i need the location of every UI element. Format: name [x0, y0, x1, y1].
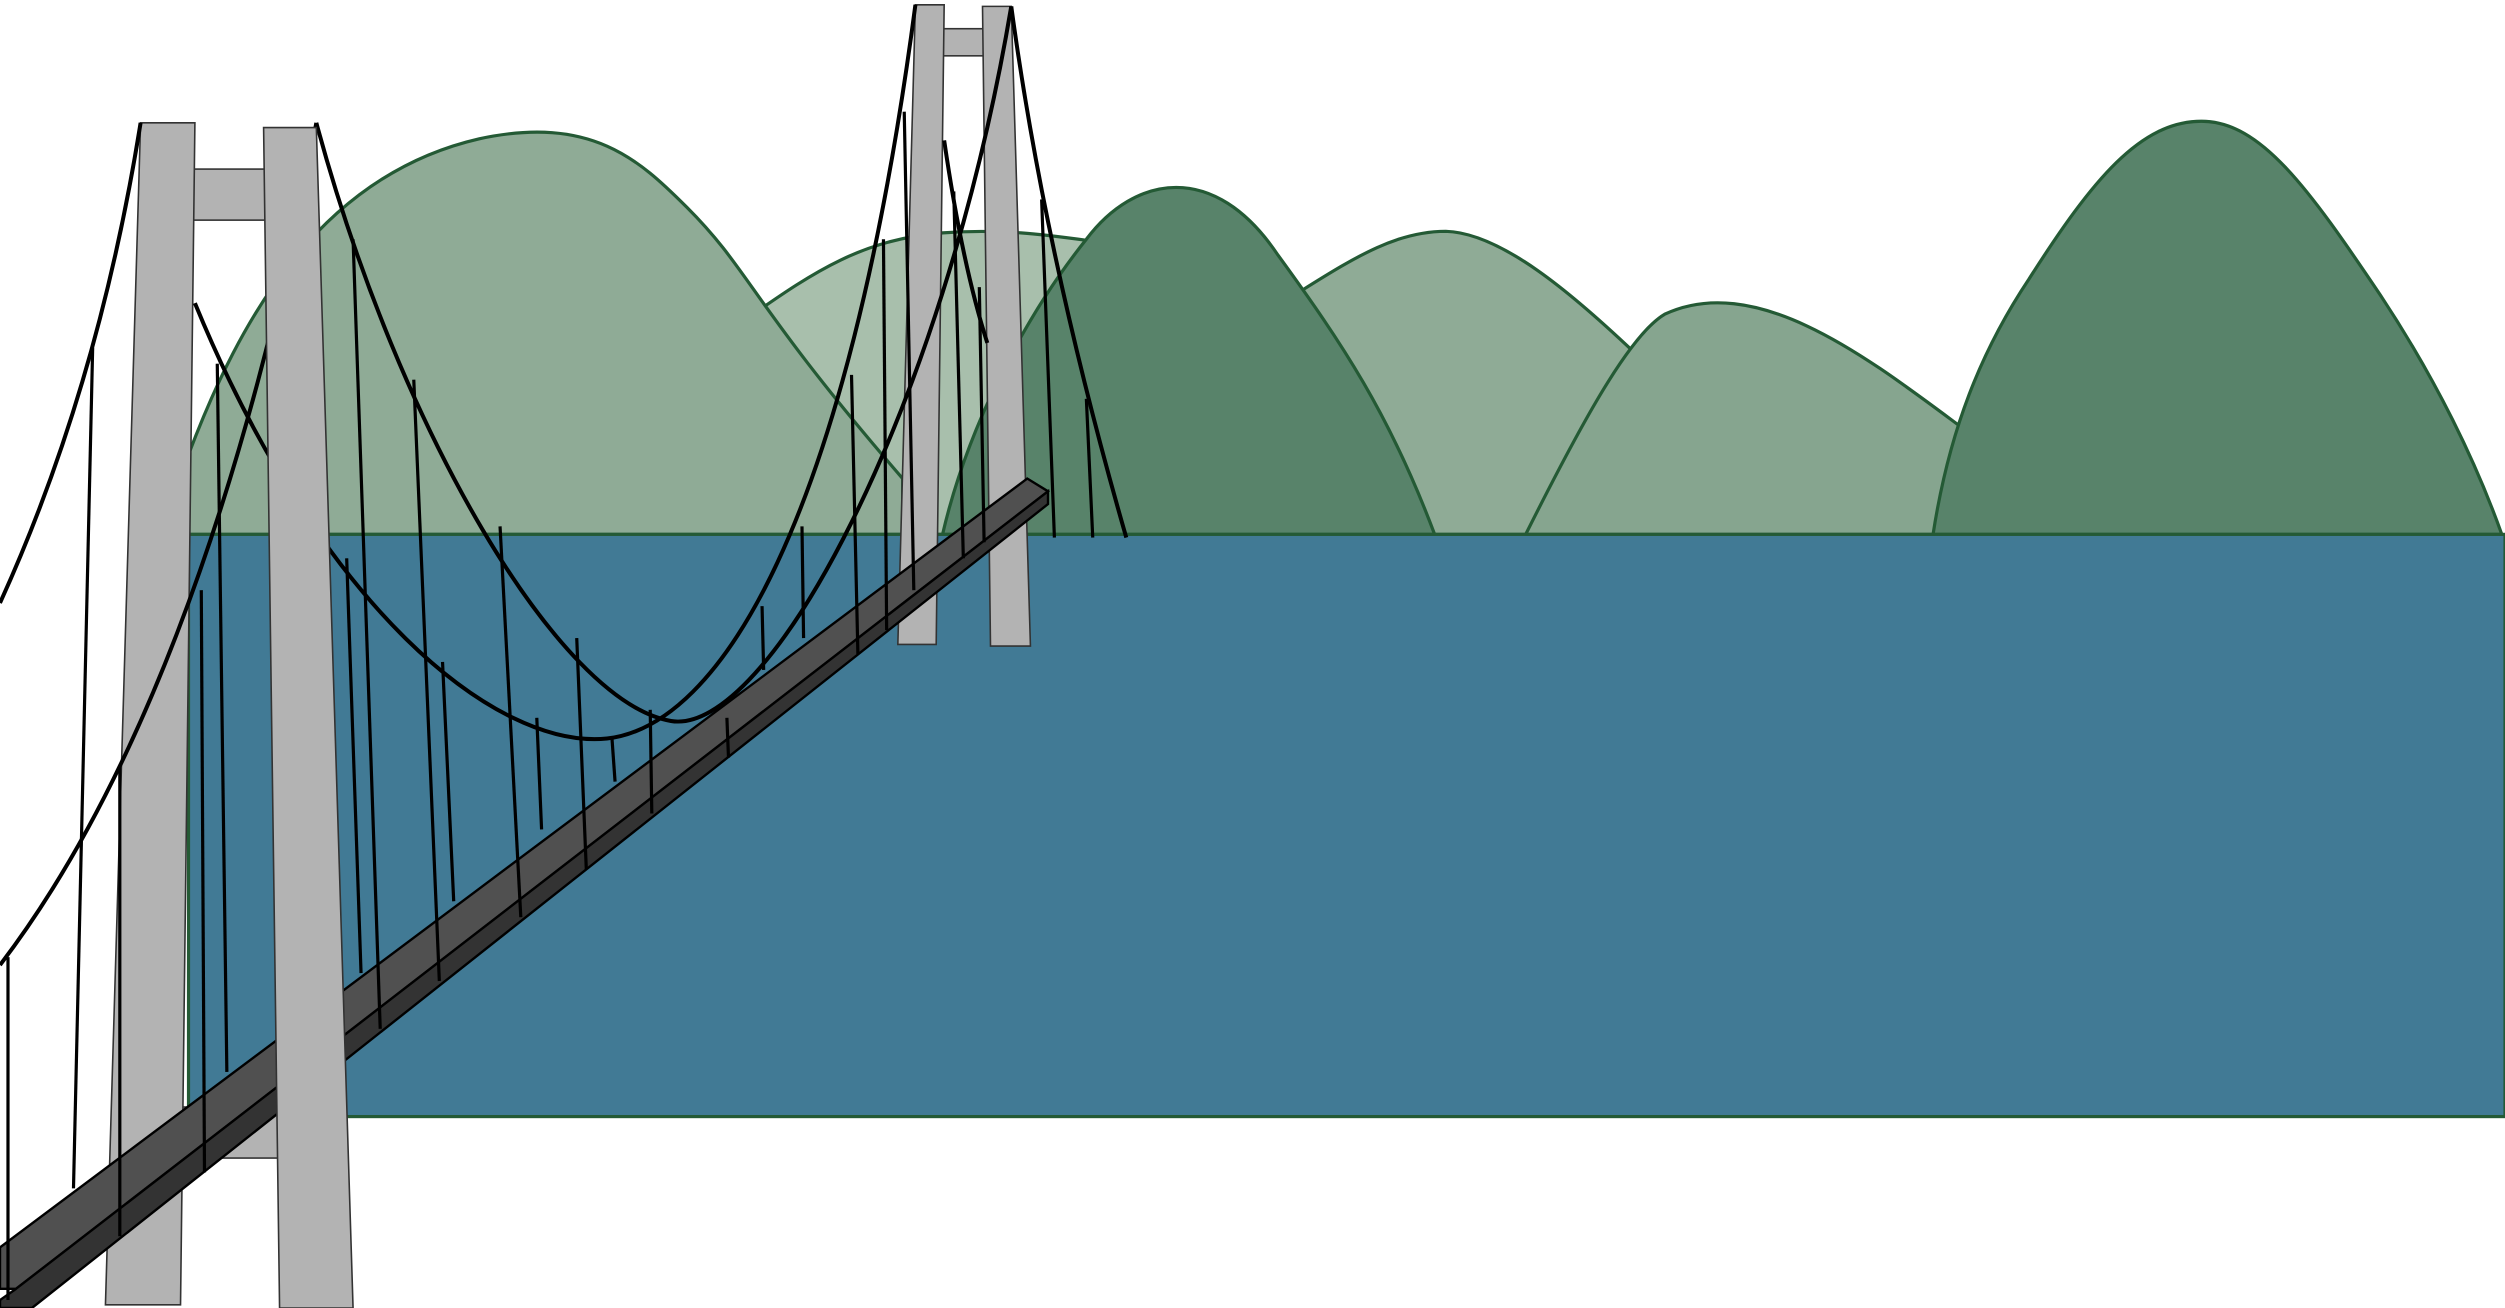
deck-side [0, 488, 1050, 1308]
water [186, 532, 2505, 1119]
main-cable-left-outer [0, 122, 143, 604]
near-tower-left [104, 122, 196, 1306]
hill-mid-right [1523, 301, 1964, 536]
hills [186, 119, 2505, 536]
main-cable-far-2 [942, 140, 990, 344]
cables [0, 4, 1129, 1301]
main-cable-far [1009, 6, 1129, 539]
far-tower-crossbeam [938, 27, 989, 57]
hill-dark-right [1931, 119, 2505, 536]
near-tower-crossbeam-top [190, 168, 270, 221]
main-cable-mid-2 [314, 6, 1014, 724]
hanger-cables [6, 111, 1095, 1301]
main-cable-mid-1 [193, 4, 918, 742]
near-tower-right [262, 126, 354, 1308]
far-tower-left [897, 3, 945, 646]
